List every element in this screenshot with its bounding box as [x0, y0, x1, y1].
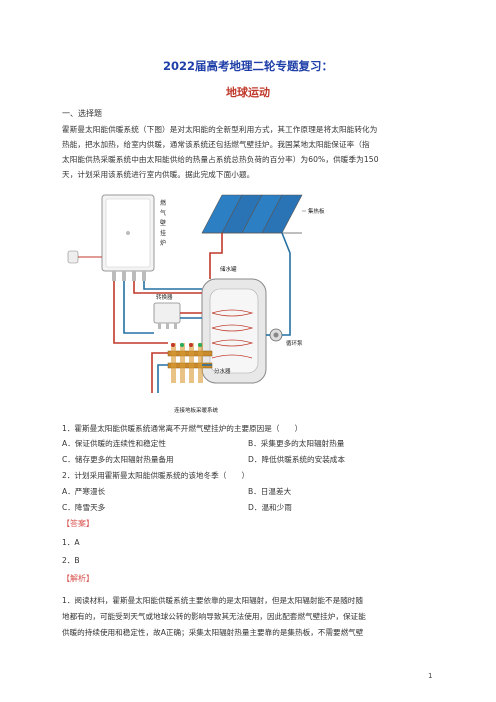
- explanation-line: 供暖的持续使用和稳定性，故A正确；采集太阳辐射热量主要靠的是集热板，不需要燃气壁: [62, 628, 364, 637]
- tank-label: 储水罐: [220, 265, 237, 273]
- collector-label: 集热板: [308, 207, 325, 215]
- page-number: 1: [428, 672, 433, 680]
- boiler-label-char: 燃: [160, 199, 166, 207]
- question-2-option-a: A．严寒漫长: [62, 487, 106, 496]
- question-1-option-d: D．降低供暖系统的安装成本: [248, 455, 345, 464]
- question-2-option-d: D．温和少雨: [248, 503, 292, 512]
- explanation-heading: 【解析】: [62, 574, 94, 583]
- boiler-label: 燃 气 壁 挂 炉: [160, 199, 166, 247]
- intro-line: 霍斯曼太阳能供暖系统（下图）是对太阳能的全新型利用方式，其工作原理是将太阳能转化…: [62, 125, 378, 134]
- intro-paragraph: 霍斯曼太阳能供暖系统（下图）是对太阳能的全新型利用方式，其工作原理是将太阳能转化…: [62, 122, 436, 182]
- boiler-label-char: 挂: [160, 229, 166, 237]
- floor-loop-label: 连接地板采暖系统: [174, 406, 219, 414]
- question-1: 1．霍斯曼太阳能供暖系统通常离不开燃气壁挂炉的主要原因是（ ）: [62, 424, 303, 433]
- heat-exchanger: [153, 302, 181, 329]
- question-2-option-b: B．日温差大: [248, 487, 292, 496]
- solar-heating-diagram: 燃 气 壁 挂 炉 集热板 储水罐: [67, 194, 325, 414]
- manifold-label: 分水器: [214, 367, 231, 375]
- answer-heading: 【答案】: [62, 519, 94, 528]
- solar-collector-panels: [201, 194, 303, 234]
- section-heading: 一、选择题: [62, 109, 102, 118]
- explanation-line: 地都有的，可能受到天气或地球公转的影响导致其无法使用，因此配套燃气壁挂炉，保证能: [62, 612, 366, 621]
- intro-line: 天，计划采用该系统进行室内供暖。据此完成下面小题。: [62, 170, 255, 179]
- pipes: [113, 232, 291, 393]
- boiler-label-char: 炉: [160, 239, 166, 247]
- pump-label: 循环泵: [286, 339, 303, 347]
- document-subtitle: 地球运动: [226, 86, 270, 99]
- question-2: 2．计划采用霍斯曼太阳能供暖系统的该地冬季（ ）: [62, 471, 250, 480]
- storage-tank: [201, 278, 267, 384]
- intro-line: 太阳能供热采暖系统中由太阳能供给的热量占系统总热负荷的百分率）为60%，供暖季为…: [62, 155, 379, 164]
- document-title: 2022届高考地理二轮专题复习：: [162, 59, 333, 73]
- intro-line: 热能，把水加热，给室内供暖，通常该系统还包括燃气壁挂炉。我国某地太阳能保证率（指: [62, 140, 370, 149]
- question-1-option-a: A．保证供暖的连续性和稳定性: [62, 439, 166, 448]
- explanation-text: 1．阅读材料，霍斯曼太阳能供暖系统主要依靠的是太阳辐射，但是太阳辐射能不是随时随…: [62, 593, 436, 641]
- question-1-option-b: B．采集更多的太阳辐射热量: [248, 439, 345, 448]
- explanation-line: 1．阅读材料，霍斯曼太阳能供暖系统主要依靠的是太阳辐射，但是太阳辐射能不是随时随: [62, 596, 363, 605]
- circulation-pump: [269, 328, 283, 342]
- thermostat: [67, 250, 102, 264]
- boiler-label-char: 壁: [160, 219, 166, 227]
- floor-heating-manifold: [167, 343, 213, 383]
- answer-line: 2．B: [62, 556, 80, 565]
- question-1-option-c: C．储存更多的太阳辐射热量备用: [62, 455, 174, 464]
- exchanger-label: 转换器: [156, 293, 173, 301]
- boiler-label-char: 气: [160, 209, 166, 217]
- answer-line: 1．A: [62, 538, 80, 547]
- question-2-option-c: C．降雪天多: [62, 503, 106, 512]
- gas-boiler: [101, 194, 155, 281]
